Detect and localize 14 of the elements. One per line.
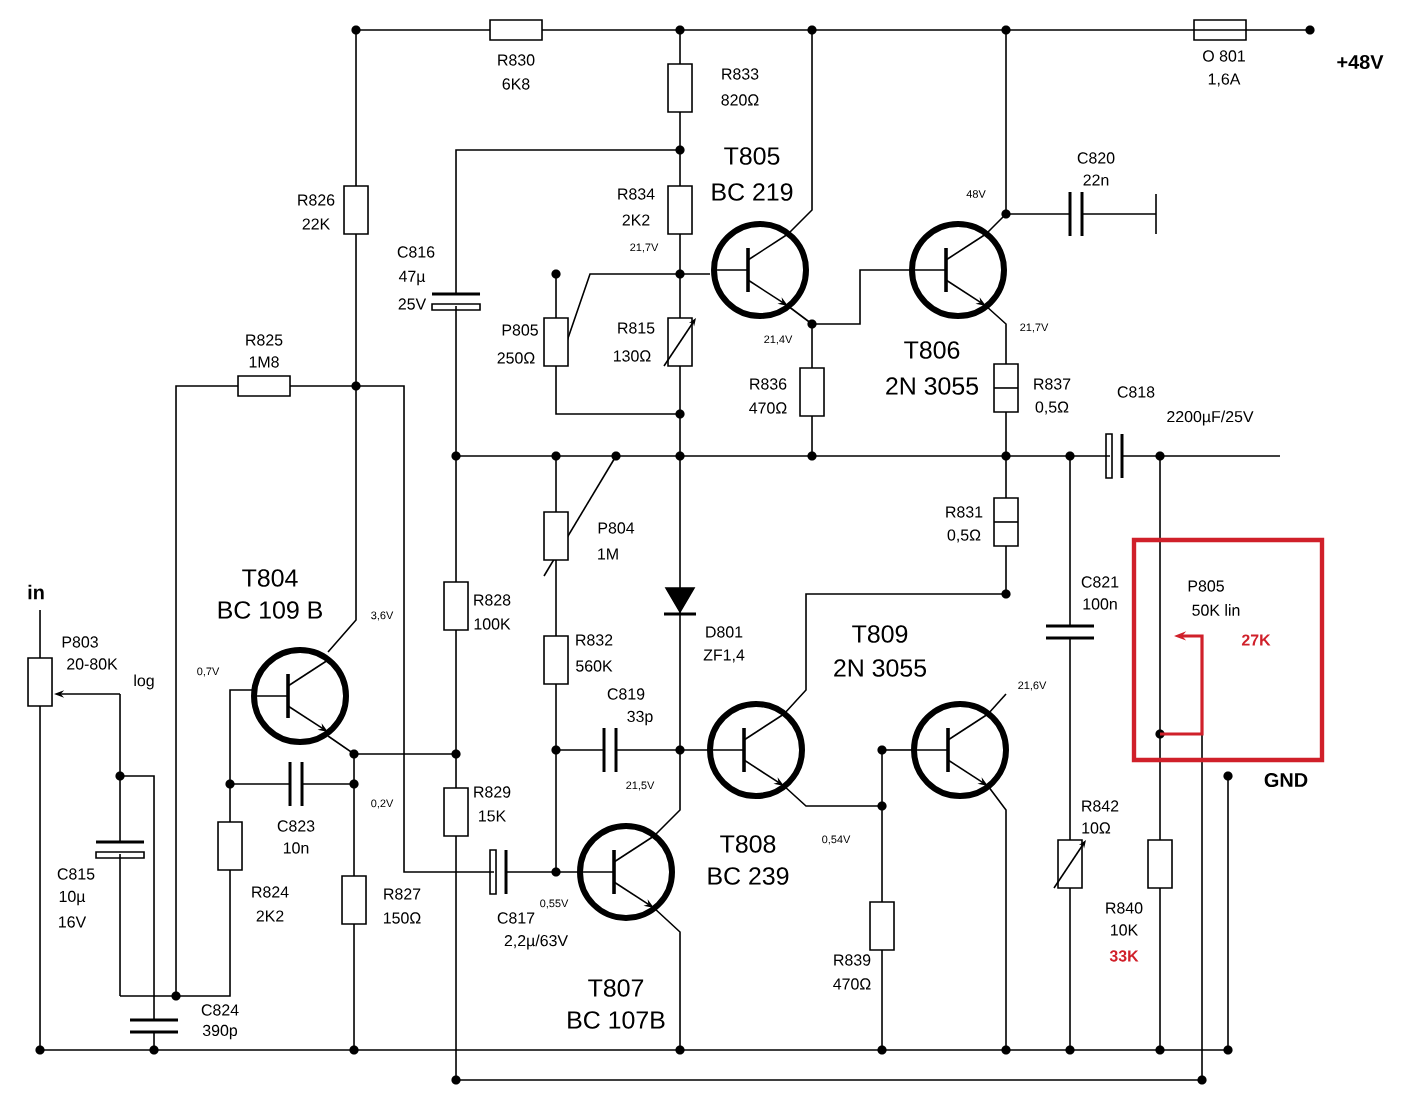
- transistor-label: T807: [588, 979, 644, 997]
- transistor-label: T806: [904, 341, 960, 359]
- transistor-label: T804: [242, 569, 298, 587]
- transistor-label: T809: [852, 625, 908, 643]
- terminal-label: +48V: [1337, 54, 1384, 70]
- transistor-label: BC 219: [712, 183, 793, 201]
- terminal-label: in: [28, 584, 44, 600]
- transistor-label: BC 107B: [568, 1011, 665, 1029]
- transistor-label: T808: [720, 835, 776, 853]
- transistor-label: BC 109 B: [218, 601, 322, 619]
- transistor-label: T805: [724, 147, 780, 165]
- transistor-label: 2N 3055: [834, 659, 926, 677]
- transistor-label: BC 239: [708, 867, 789, 885]
- transistor-label: 2N 3055: [886, 377, 978, 395]
